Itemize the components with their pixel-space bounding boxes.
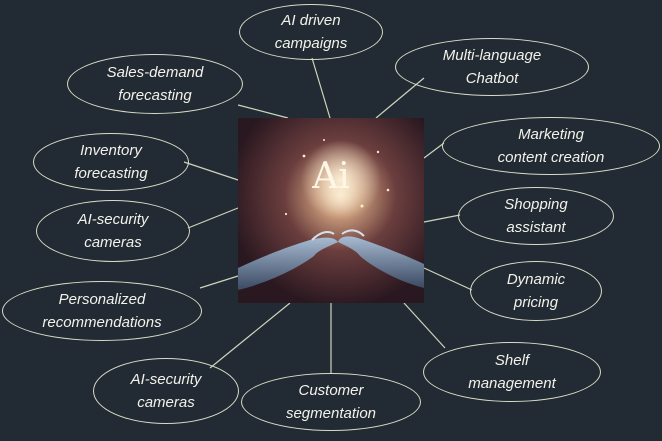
node-label-line: Shopping <box>504 196 568 213</box>
node-shelf-management: Shelf management <box>423 342 601 402</box>
node-ai-security-cameras-bottom: AI-security cameras <box>93 358 239 424</box>
node-label-line: Dynamic <box>506 271 566 288</box>
connector-shelf-management <box>403 302 446 349</box>
node-label-line: AI-security <box>77 211 149 228</box>
node-label-line: Customer <box>298 382 364 399</box>
node-label-line: Sales-demand <box>106 64 204 81</box>
node-inventory-forecasting: Inventory forecasting <box>33 133 189 191</box>
node-label-line: management <box>468 375 556 392</box>
ai-logo-text: Ai <box>311 156 350 197</box>
node-ai-driven-campaigns: AI driven campaigns <box>239 4 383 60</box>
connector-sales-demand-forecasting <box>237 104 289 119</box>
node-label-line: cameras <box>137 394 195 411</box>
node-label: Personalized recommendations <box>42 288 161 334</box>
node-label-line: Marketing <box>518 126 584 143</box>
node-label: AI-security cameras <box>131 368 202 414</box>
node-label: Inventory forecasting <box>74 139 147 185</box>
node-label-line: Personalized <box>58 291 146 308</box>
node-label-line: cameras <box>84 234 142 251</box>
connector-personalized-recommendations <box>199 275 239 289</box>
node-label: Dynamic pricing <box>507 268 565 314</box>
node-label-line: forecasting <box>74 165 148 182</box>
node-label: Shopping assistant <box>504 193 567 239</box>
connector-marketing-content-creation <box>423 142 445 159</box>
connector-ai-security-cameras-bottom <box>209 302 291 369</box>
connector-dynamic-pricing <box>423 267 473 291</box>
node-label: AI-security cameras <box>78 208 149 254</box>
connector-ai-driven-campaigns <box>311 57 331 119</box>
node-label-line: segmentation <box>285 405 377 422</box>
node-label: Sales-demand forecasting <box>107 61 204 107</box>
connector-ai-security-cameras-left <box>187 207 239 229</box>
node-label-line: AI driven <box>281 12 341 29</box>
node-label-line: content creation <box>497 149 605 166</box>
node-label: Marketing content creation <box>498 123 605 169</box>
connector-shopping-assistant <box>423 214 461 223</box>
node-label: AI driven campaigns <box>275 9 348 55</box>
connector-inventory-forecasting <box>183 161 239 181</box>
node-label-line: campaigns <box>274 35 348 52</box>
node-label-line: Inventory <box>80 142 142 159</box>
node-label-line: Multi-language <box>442 47 542 64</box>
node-label-line: forecasting <box>118 87 192 104</box>
node-label-line: Chatbot <box>465 70 519 87</box>
node-label-line: AI-security <box>130 371 202 388</box>
node-label-line: pricing <box>513 294 559 311</box>
node-marketing-content-creation: Marketing content creation <box>442 117 660 175</box>
ai-hands-image: Ai <box>238 118 424 303</box>
node-ai-security-cameras-left: AI-security cameras <box>36 200 190 262</box>
node-label: Shelf management <box>468 349 556 395</box>
node-dynamic-pricing: Dynamic pricing <box>470 261 602 321</box>
node-shopping-assistant: Shopping assistant <box>458 187 614 245</box>
node-label: Customer segmentation <box>286 379 376 425</box>
node-label-line: recommendations <box>42 314 162 331</box>
node-label-line: Shelf <box>494 352 530 369</box>
node-label-line: assistant <box>506 219 566 236</box>
node-personalized-recommendations: Personalized recommendations <box>2 281 202 341</box>
node-sales-demand-forecasting: Sales-demand forecasting <box>67 54 243 114</box>
node-customer-segmentation: Customer segmentation <box>241 373 421 431</box>
